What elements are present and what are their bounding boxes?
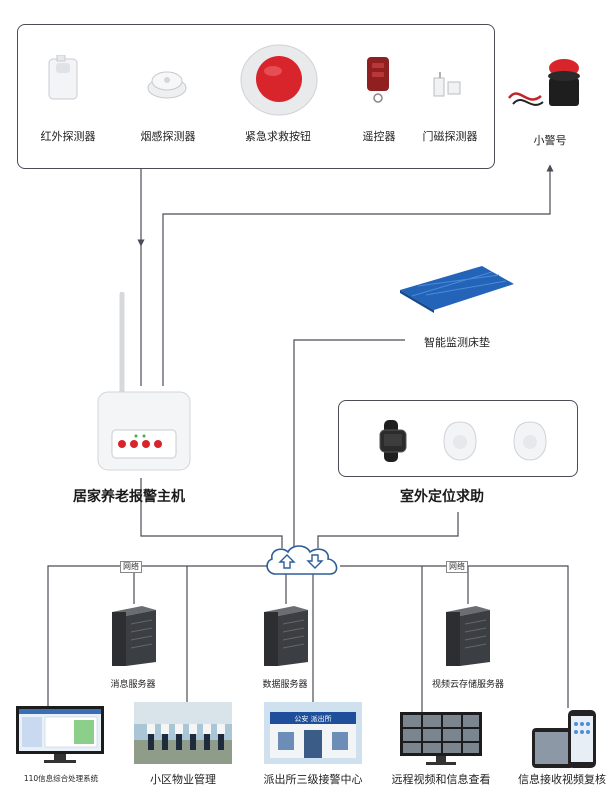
message-server-label: 消息服务器: [110, 680, 156, 690]
remote-video-label: 远程视频和信息查看: [391, 773, 491, 786]
remote-control-label: 遥控器: [362, 130, 396, 143]
remote-control-icon: [367, 57, 389, 103]
remote-video-monitor-icon: [400, 712, 482, 765]
station-sign-text: 公安 派出所: [294, 714, 331, 723]
network-tag-left: 网络: [120, 561, 142, 573]
police-110-label: 110信息综合处理系统: [23, 774, 99, 783]
cloud-icon: [266, 545, 338, 575]
police-station-photo-icon: 公安 派出所: [264, 702, 362, 764]
smoke-detector-icon: [147, 71, 187, 99]
smartwatch-icon: [379, 420, 407, 462]
police-110-monitor-icon: [16, 706, 104, 763]
emergency-button-icon: [240, 44, 318, 116]
infrared-detector-icon: [48, 55, 78, 100]
emergency-button-label: 紧急求救按钮: [245, 130, 311, 143]
siren-icon: [507, 59, 580, 106]
data-server-icon: [264, 606, 308, 666]
receive-review-label: 信息接收视频复核: [518, 773, 606, 786]
message-server-icon: [112, 606, 156, 666]
mobile-devices-icon: [532, 710, 596, 768]
door-sensor-icon: [433, 72, 461, 97]
video-cloud-server-label: 视频云存储服务器: [431, 680, 504, 690]
smart-bed-mat-label: 智能监测床垫: [424, 336, 490, 349]
locator-tag-icon-2: [513, 421, 547, 461]
alarm-host-label: 居家养老报警主机: [73, 489, 185, 505]
locator-tag-icon: [443, 421, 477, 461]
network-tag-right: 网络: [446, 561, 468, 573]
data-server-label: 数据服务器: [262, 680, 308, 690]
siren-label: 小警号: [533, 134, 567, 147]
alarm-host-device-icon: [97, 292, 191, 471]
door-sensor-label: 门磁探测器: [422, 130, 478, 143]
infrared-detector-label: 红外探测器: [40, 130, 96, 143]
property-management-label: 小区物业管理: [150, 773, 216, 786]
smart-bed-mat-icon: [400, 266, 514, 313]
outdoor-positioning-label: 室外定位求助: [400, 489, 484, 505]
smoke-detector-label: 烟感探测器: [140, 130, 196, 143]
video-cloud-server-icon: [446, 606, 490, 666]
property-management-photo-icon: [134, 702, 232, 764]
police-station-label: 派出所三级接警中心: [263, 773, 363, 786]
